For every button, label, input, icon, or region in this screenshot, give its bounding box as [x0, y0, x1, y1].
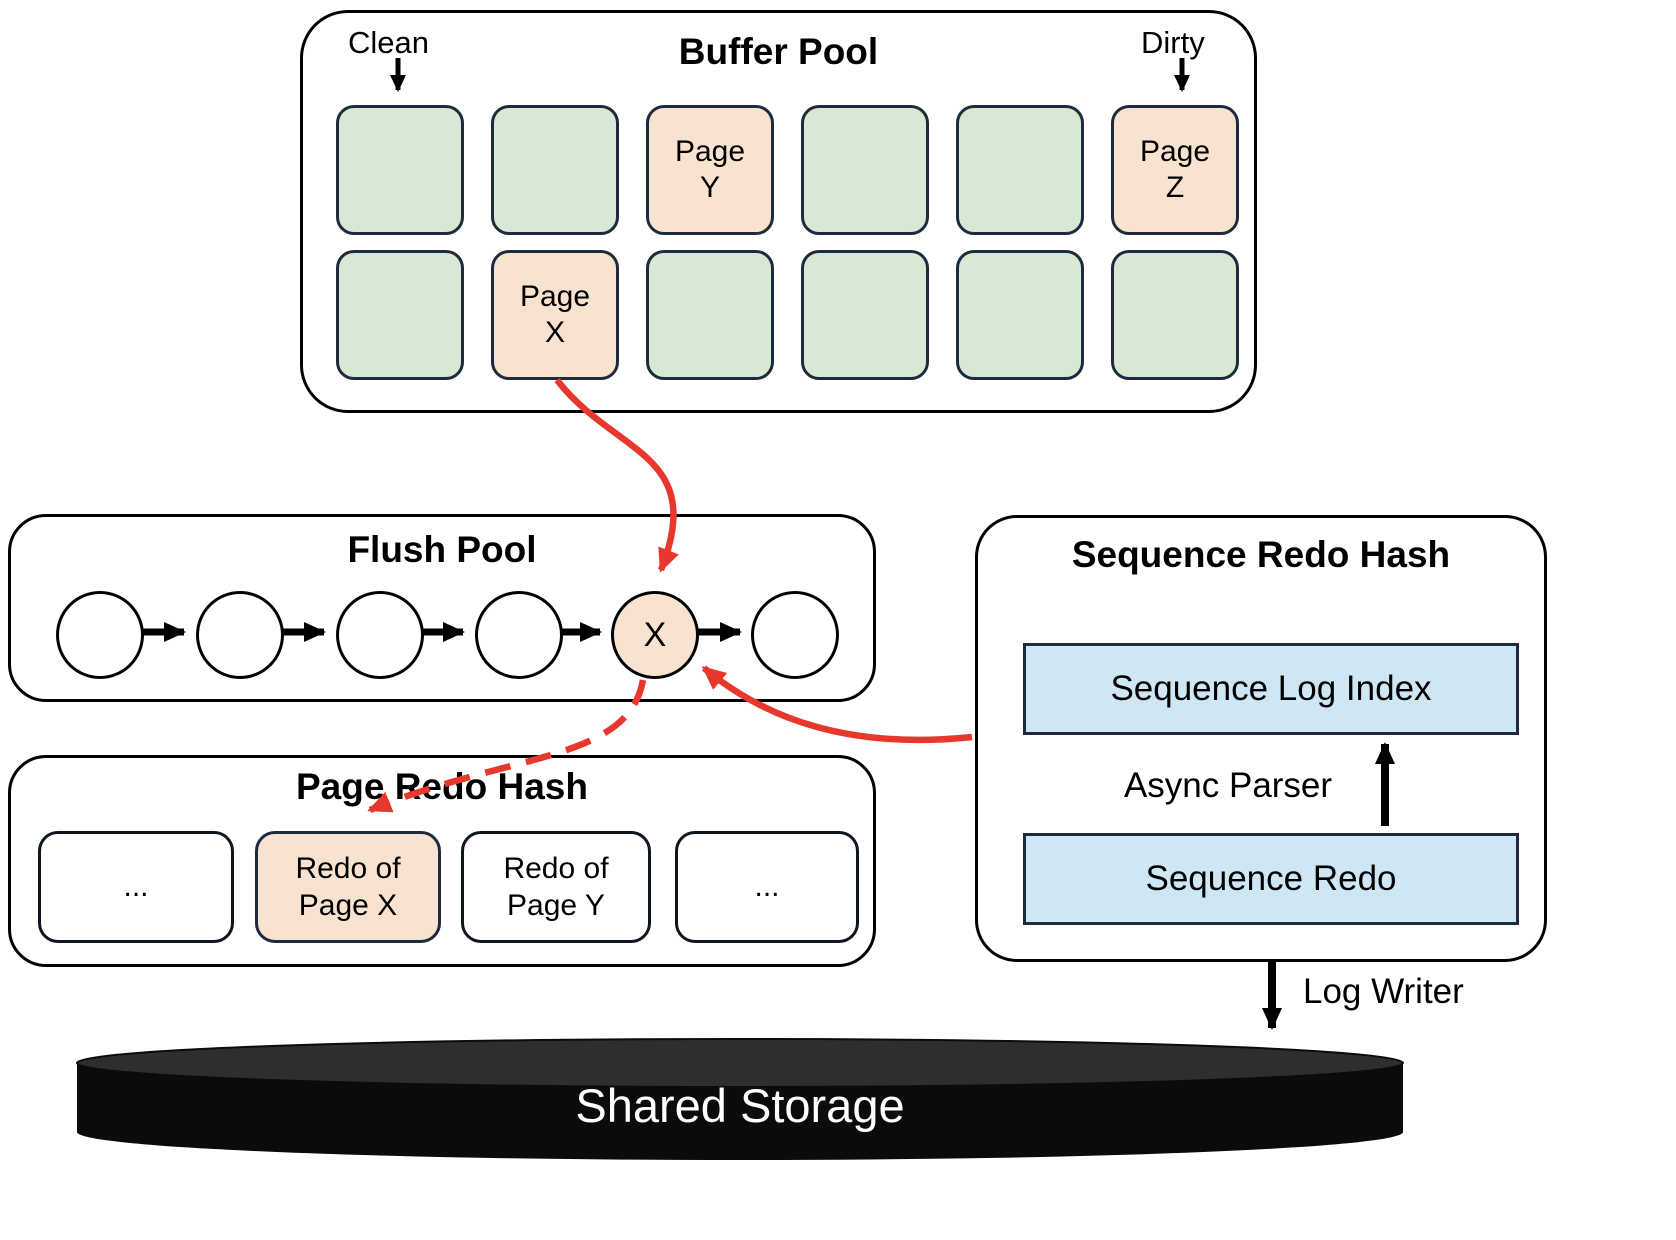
flush-node — [336, 591, 424, 679]
buffer-cell — [336, 105, 464, 235]
buffer-cell — [1111, 250, 1239, 380]
page-redo-cell-page-y: Redo of Page Y — [461, 831, 651, 943]
flush-pool-panel: Flush Pool X — [8, 514, 876, 702]
buffer-cell — [646, 250, 774, 380]
buffer-cell — [491, 105, 619, 235]
flush-node — [196, 591, 284, 679]
buffer-cell-page-z: Page Z — [1111, 105, 1239, 235]
storage-top-ellipse — [76, 1038, 1404, 1088]
page-redo-cell-page-x: Redo of Page X — [255, 831, 441, 943]
buffer-cell — [956, 250, 1084, 380]
sequence-redo-box: Sequence Redo — [1023, 833, 1519, 925]
flush-node — [751, 591, 839, 679]
flush-node — [475, 591, 563, 679]
page-redo-cell-ellipsis: ... — [38, 831, 234, 943]
shared-storage-label: Shared Storage — [575, 1078, 905, 1132]
buffer-cell — [801, 105, 929, 235]
page-redo-cell-ellipsis: ... — [675, 831, 859, 943]
buffer-pool-title: Buffer Pool — [678, 31, 879, 72]
page-redo-hash-title: Page Redo Hash — [296, 766, 588, 807]
sequence-redo-hash-title: Sequence Redo Hash — [1071, 534, 1451, 575]
log-writer-label: Log Writer — [1303, 972, 1464, 1011]
buffer-cell-page-y: Page Y — [646, 105, 774, 235]
buffer-cell — [336, 250, 464, 380]
sequence-redo-hash-panel: Sequence Redo Hash Sequence Log Index As… — [975, 515, 1547, 962]
buffer-cell — [801, 250, 929, 380]
storage-cylinder-shape — [76, 1038, 1404, 1160]
clean-label: Clean — [348, 25, 429, 60]
buffer-cell — [956, 105, 1084, 235]
buffer-cell-grid: Page Y Page Z Page X — [336, 105, 1239, 380]
buffer-cell-page-x: Page X — [491, 250, 619, 380]
flush-pool-title: Flush Pool — [347, 529, 537, 570]
storage-body — [77, 1064, 1403, 1160]
flush-node — [56, 591, 144, 679]
page-redo-hash-panel: Page Redo Hash ... Redo of Page X Redo o… — [8, 755, 876, 967]
sequence-log-index-box: Sequence Log Index — [1023, 643, 1519, 735]
dirty-label: Dirty — [1141, 25, 1205, 60]
flush-node-x: X — [611, 591, 699, 679]
buffer-pool-panel: Buffer Pool Clean Dirty Page Y Page Z Pa… — [300, 10, 1257, 413]
async-parser-label: Async Parser — [1123, 766, 1333, 805]
shared-storage: Shared Storage — [75, 1038, 1405, 1162]
